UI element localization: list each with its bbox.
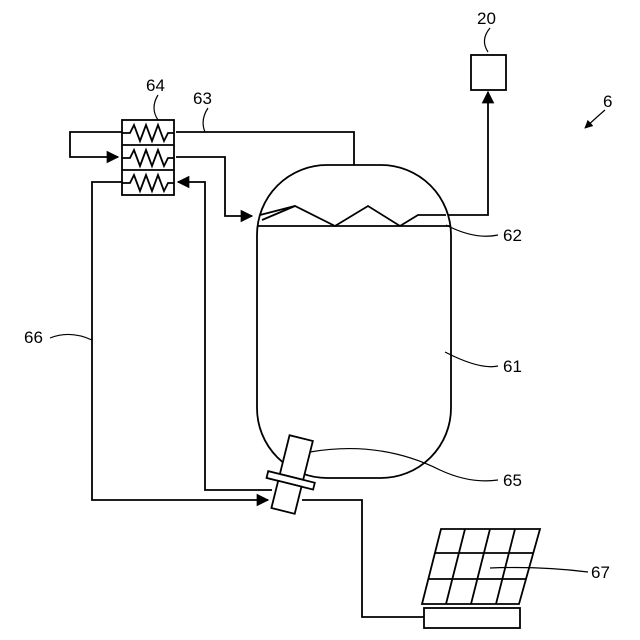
leader-6 [585, 110, 605, 128]
pump-lower-body [271, 481, 301, 514]
leader-20 [484, 28, 490, 52]
leader-62 [446, 225, 498, 236]
panel-base [424, 608, 520, 628]
label-heat-exchanger: 64 [146, 76, 165, 95]
power-cable [302, 500, 424, 617]
label-solar-panel: 67 [591, 563, 610, 582]
label-system: 6 [603, 92, 612, 111]
label-return-line: 66 [24, 328, 43, 347]
label-pump: 65 [503, 471, 522, 490]
storage-tank [257, 165, 451, 478]
label-consumer: 20 [477, 9, 496, 28]
label-tank: 61 [503, 357, 522, 376]
leader-63 [203, 108, 208, 132]
inlet-pipe [70, 132, 122, 157]
consumer-supply-pipe [446, 92, 488, 215]
consumer-box [471, 55, 506, 90]
leader-64 [154, 95, 158, 120]
leader-61 [445, 352, 498, 367]
label-supply-line: 63 [193, 89, 212, 108]
label-heater: 62 [503, 226, 522, 245]
return-line [92, 182, 268, 500]
supply-line [176, 132, 354, 165]
exchanger-to-tank-pipe [176, 157, 252, 216]
leader-66 [50, 334, 92, 340]
